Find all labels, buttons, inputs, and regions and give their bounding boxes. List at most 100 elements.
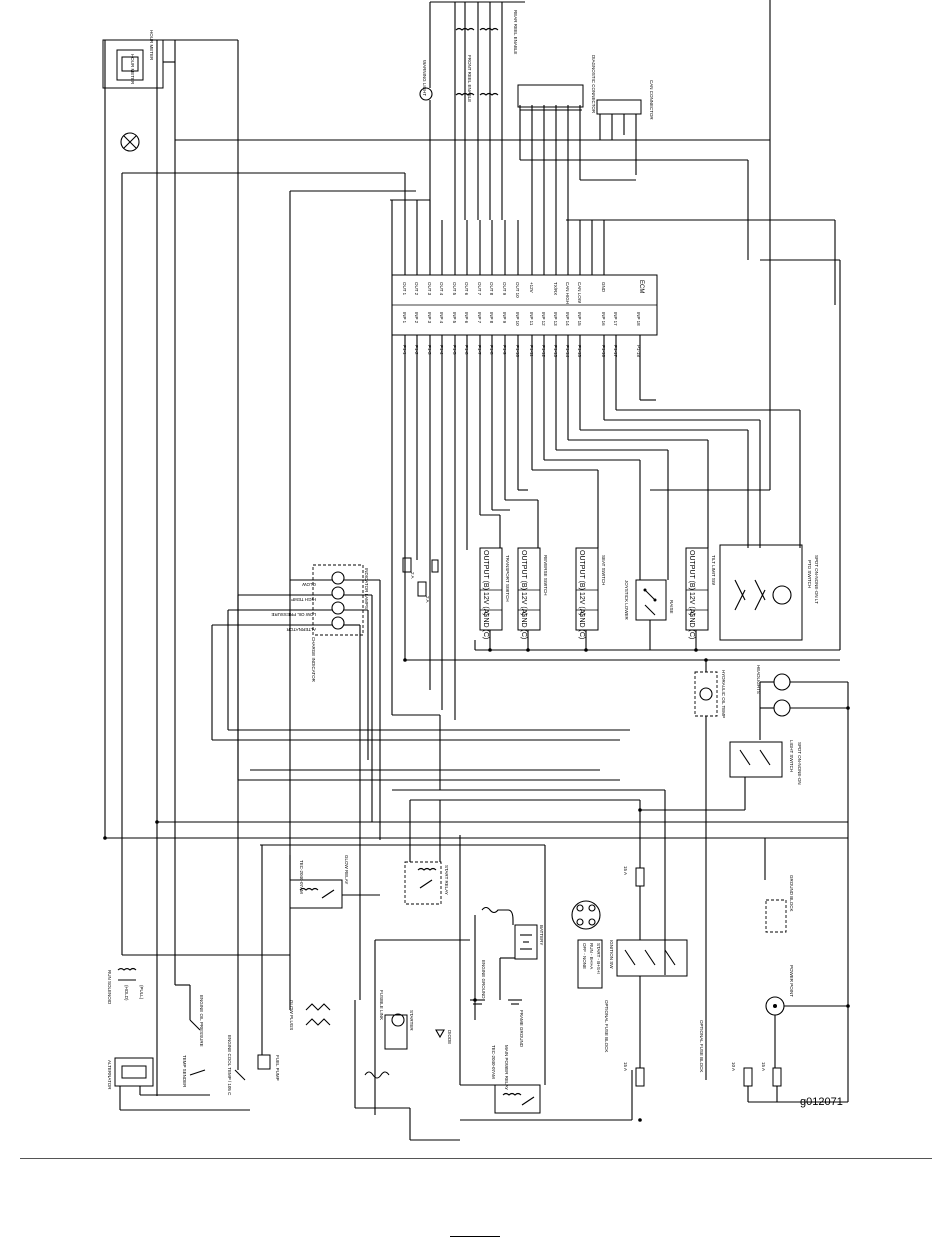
ecm-bottom-pin-labels: INP 1 INP 2 INP 3 INP 4 INP 5 INP 6 INP … [402, 312, 641, 326]
engine-oil-pressure-switch: ENGINE OIL PRESSURE [189, 995, 204, 1047]
svg-text:12V (A): 12V (A) [482, 592, 489, 616]
svg-text:OUT 10: OUT 10 [515, 282, 520, 298]
prox-switch-3: OUTPUT (B) 12V (A) GND (C) SEAT SWITCH [575, 547, 606, 639]
can-connector: CAN CONNECTOR [596, 80, 654, 120]
svg-text:GND (C): GND (C) [482, 612, 489, 639]
svg-text:OPTIONAL FUSE BLOCK: OPTIONAL FUSE BLOCK [699, 1020, 704, 1072]
svg-text:POWER POINT: POWER POINT [789, 965, 794, 997]
hydraulic-oil-temp: HYDRAULIC OIL TEMP [694, 670, 726, 718]
svg-text:(PULL): (PULL) [139, 985, 144, 1000]
svg-text:WARNING LIGHT: WARNING LIGHT [422, 60, 427, 96]
fuel-pump: FUEL PUMP [257, 1054, 280, 1081]
reel-solenoid-coils: FRONT REEL ENABLE REAR REEL ENABLE [455, 10, 518, 102]
svg-text:START - B+S+I: START - B+S+I [596, 943, 601, 974]
svg-text:2 A: 2 A [425, 596, 430, 603]
svg-text:OUTPUT (B): OUTPUT (B) [482, 550, 489, 590]
svg-text:INP 4: INP 4 [439, 312, 444, 324]
svg-text:RAISE: RAISE [669, 600, 674, 614]
glow-plugs: GLOW PLUGS [289, 1000, 331, 1030]
svg-text:ALTERNATOR: ALTERNATOR [286, 627, 316, 632]
ecm-bottom-wires [404, 335, 801, 720]
ecm-label: ECM [638, 280, 644, 293]
page-rule [20, 1158, 932, 1159]
svg-text:SEAT SWITCH: SEAT SWITCH [601, 555, 606, 585]
svg-text:+12V: +12V [529, 282, 534, 293]
svg-text:OFF - NONE: OFF - NONE [582, 943, 587, 969]
main-power-relay: MAIN POWER RELAY TEC-2040-07AM [491, 1045, 541, 1114]
svg-text:OUT 1: OUT 1 [402, 282, 407, 296]
svg-text:OUTPUT (B): OUTPUT (B) [578, 550, 585, 590]
svg-text:GND (C): GND (C) [578, 612, 585, 639]
diode: DIODE [435, 1029, 452, 1044]
alternator: ALTERNATOR [107, 1057, 154, 1090]
optional-fuse-block-2: OPTIONAL FUSE BLOCK [699, 1020, 704, 1072]
svg-text:SPDT ON-NONE-ON LT: SPDT ON-NONE-ON LT [814, 555, 819, 604]
svg-text:TRANSPORT SWITCH: TRANSPORT SWITCH [505, 555, 510, 602]
svg-text:FUEL PUMP: FUEL PUMP [275, 1055, 280, 1081]
hour-meter-module: HOUR METER HOUR METER [102, 30, 164, 152]
key-switch-icon [571, 900, 601, 930]
ignition-key-switch: OFF - NONE RUN - B+I+A START - B+S+I IGN… [571, 900, 688, 989]
svg-text:TEMP SENDER: TEMP SENDER [182, 1055, 187, 1088]
svg-text:INP 2: INP 2 [414, 312, 419, 324]
svg-text:GND: GND [601, 282, 606, 293]
ecm-top-pin-labels: OUT 1 OUT 2 OUT 3 OUT 4 OUT 5 OUT 6 OUT … [402, 282, 606, 304]
front-reel-label: FRONT REEL ENABLE [467, 55, 472, 102]
run-solenoid: RUN SOLENOID (HOLD) (PULL) [107, 967, 144, 1005]
svg-text:INP 13: INP 13 [553, 312, 558, 326]
prox-switch-4: OUTPUT (B) 12V (A) GND (C) TILT LIMIT SW [685, 547, 716, 639]
svg-text:REVERSE SWITCH: REVERSE SWITCH [543, 555, 548, 596]
svg-text:HYDRAULIC OIL TEMP: HYDRAULIC OIL TEMP [721, 670, 726, 718]
svg-text:STARTER: STARTER [409, 1010, 414, 1031]
svg-text:MAIN POWER RELAY: MAIN POWER RELAY [504, 1045, 509, 1090]
svg-text:HIGH TEMP: HIGH TEMP [291, 597, 316, 602]
rear-reel-label: REAR REEL ENABLE [513, 10, 518, 54]
svg-text:INP 12: INP 12 [541, 312, 546, 326]
svg-text:OUT 7: OUT 7 [477, 282, 482, 296]
svg-text:2 A: 2 A [410, 572, 415, 579]
svg-text:CAN LOW: CAN LOW [577, 282, 582, 304]
svg-text:(HOLD): (HOLD) [124, 985, 129, 1001]
svg-text:OUT 8: OUT 8 [489, 282, 494, 296]
svg-text:OUTPUT (B): OUTPUT (B) [688, 550, 695, 590]
svg-text:P1-18: P1-18 [636, 345, 641, 358]
ground-block: GROUND BLOCK [765, 875, 794, 933]
svg-text:PTO SWITCH: PTO SWITCH [807, 560, 812, 588]
start-relay: START RELAY [404, 861, 449, 905]
headlight-2-icon [773, 699, 791, 717]
joystick-switch: JOYSTICK LOWER RAISE [624, 579, 674, 621]
svg-text:12V (A): 12V (A) [520, 592, 527, 616]
svg-text:ENGINE GROUND: ENGINE GROUND [481, 960, 486, 999]
svg-text:15 A: 15 A [623, 1062, 628, 1071]
svg-text:ALTERNATOR: ALTERNATOR [107, 1060, 112, 1090]
svg-text:OUTPUT (B): OUTPUT (B) [520, 550, 527, 590]
svg-text:OUT 6: OUT 6 [464, 282, 469, 296]
svg-text:INP 15: INP 15 [577, 312, 582, 326]
svg-text:INP 3: INP 3 [427, 312, 432, 324]
high-temp-shutdown-switch: ENGINE COOL TEMP / 105 C [227, 1035, 246, 1096]
indicator-lamps-title: INDICATOR LAMPS [364, 568, 369, 609]
svg-text:IGNITION SW: IGNITION SW [609, 940, 614, 969]
svg-text:INP 10: INP 10 [515, 312, 520, 326]
temp-sender: TEMP SENDER [182, 1055, 206, 1088]
low-oil-lamp-icon [331, 601, 345, 615]
svg-text:12V (A): 12V (A) [578, 592, 585, 616]
warning-light: WARNING LIGHT [419, 60, 433, 101]
svg-text:INP 16: INP 16 [601, 312, 606, 326]
svg-text:OUT 2: OUT 2 [414, 282, 419, 296]
alternator-lamp-icon [331, 616, 345, 630]
svg-text:BATTERY: BATTERY [539, 925, 544, 945]
svg-text:ENGINE COOL TEMP / 105 C: ENGINE COOL TEMP / 105 C [227, 1035, 232, 1096]
svg-text:SPDT ON-NONE-ON: SPDT ON-NONE-ON [797, 742, 802, 785]
svg-text:RUN SOLENOID: RUN SOLENOID [107, 970, 112, 1005]
svg-text:15 A: 15 A [623, 866, 628, 875]
svg-text:INP 1: INP 1 [402, 312, 407, 324]
svg-text:INP 7: INP 7 [477, 312, 482, 324]
svg-text:TILT LIMIT SW: TILT LIMIT SW [711, 555, 716, 586]
svg-text:DIODE: DIODE [447, 1030, 452, 1044]
svg-text:INP 5: INP 5 [452, 312, 457, 324]
svg-text:12V (A): 12V (A) [688, 592, 695, 616]
pto-switch: PTO SWITCH SPDT ON-NONE-ON LT [719, 544, 819, 641]
svg-text:GLOW RELAY: GLOW RELAY [344, 855, 349, 884]
svg-text:LIGHT SWITCH: LIGHT SWITCH [789, 740, 794, 772]
